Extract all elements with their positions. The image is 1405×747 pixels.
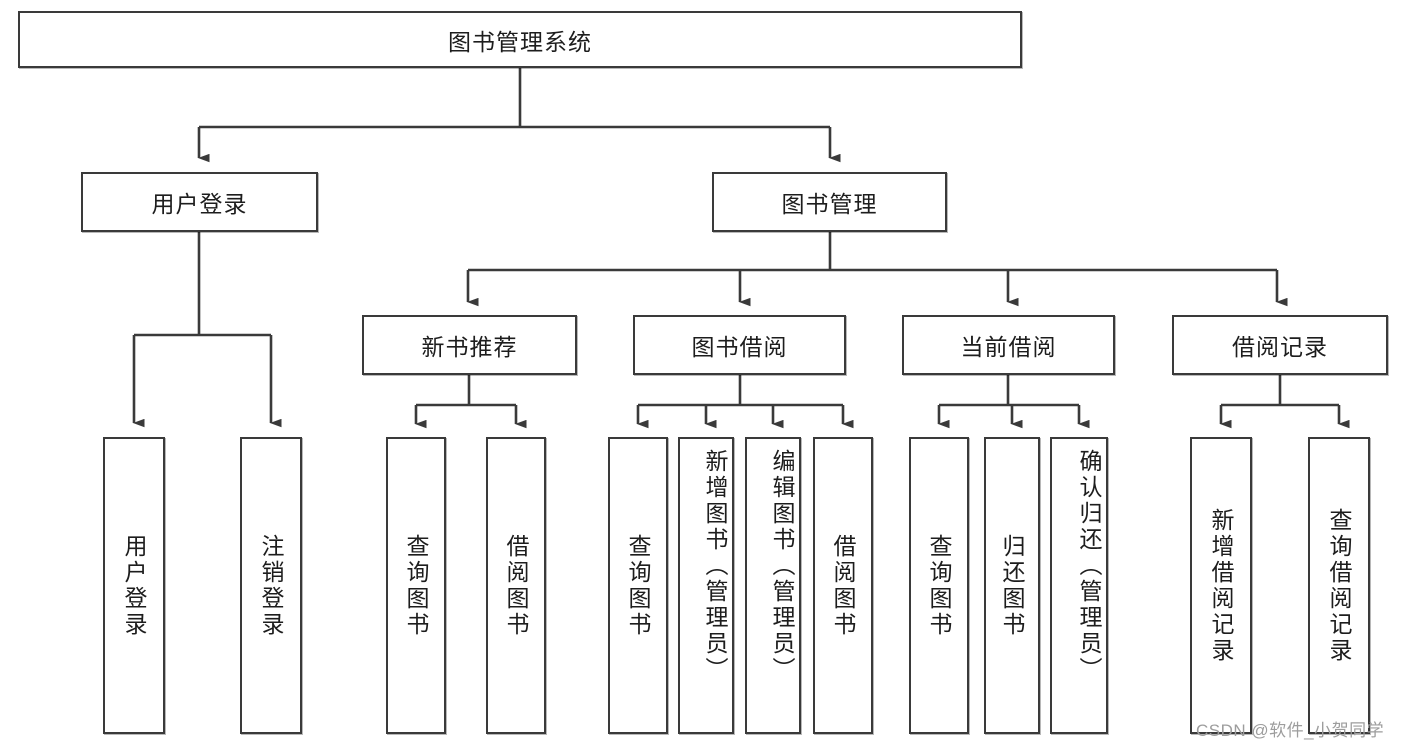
node-leaf-add-borrow-record-label: 新增借阅记录	[1208, 507, 1234, 664]
node-borrow-record[interactable]: 借阅记录	[1172, 315, 1388, 375]
csdn-watermark: CSDN @软件_小贺同学	[1196, 721, 1385, 740]
node-user-login[interactable]: 用户登录	[81, 172, 318, 232]
node-book-manage[interactable]: 图书管理	[712, 172, 947, 232]
node-leaf-borrow-book-borrow-label: 借阅图书	[830, 533, 856, 638]
node-leaf-edit-book-admin-label: 编辑图书（管理员）	[769, 449, 795, 683]
node-leaf-add-book-admin[interactable]: 新增图书（管理员）	[678, 437, 734, 734]
node-root-label: 图书管理系统	[448, 28, 592, 55]
node-leaf-add-borrow-record[interactable]: 新增借阅记录	[1190, 437, 1252, 734]
node-user-login-label: 用户登录	[151, 191, 248, 217]
node-leaf-query-book-current-label: 查询图书	[926, 533, 952, 638]
node-leaf-borrow-book-borrow[interactable]: 借阅图书	[813, 437, 873, 734]
node-leaf-user-login[interactable]: 用户登录	[103, 437, 165, 734]
node-leaf-query-book-rec[interactable]: 查询图书	[386, 437, 446, 734]
node-leaf-add-book-admin-label: 新增图书（管理员）	[702, 449, 728, 683]
node-leaf-query-book-rec-label: 查询图书	[403, 533, 429, 638]
node-leaf-edit-book-admin[interactable]: 编辑图书（管理员）	[745, 437, 801, 734]
node-leaf-query-borrow-record[interactable]: 查询借阅记录	[1308, 437, 1370, 734]
node-leaf-query-book-current[interactable]: 查询图书	[909, 437, 969, 734]
node-leaf-query-book-borrow-label: 查询图书	[625, 533, 651, 638]
node-book-manage-label: 图书管理	[781, 191, 878, 217]
node-current-borrow-label: 当前借阅	[960, 334, 1057, 360]
node-book-borrow-label: 图书借阅	[691, 334, 788, 360]
node-root[interactable]: 图书管理系统	[18, 11, 1022, 68]
node-leaf-return-book[interactable]: 归还图书	[984, 437, 1040, 734]
node-leaf-logout-label: 注销登录	[258, 533, 284, 638]
node-leaf-confirm-return-admin-label: 确认归还（管理员）	[1076, 449, 1102, 683]
node-leaf-user-login-label: 用户登录	[121, 533, 147, 638]
node-borrow-record-label: 借阅记录	[1232, 334, 1328, 360]
node-book-borrow[interactable]: 图书借阅	[633, 315, 846, 375]
node-leaf-query-borrow-record-label: 查询借阅记录	[1326, 507, 1352, 664]
node-new-book-recommend[interactable]: 新书推荐	[362, 315, 577, 375]
node-leaf-confirm-return-admin[interactable]: 确认归还（管理员）	[1050, 437, 1108, 734]
node-leaf-borrow-book-rec-label: 借阅图书	[503, 533, 529, 638]
node-leaf-logout[interactable]: 注销登录	[240, 437, 302, 734]
node-leaf-return-book-label: 归还图书	[999, 533, 1025, 638]
node-new-book-recommend-label: 新书推荐	[421, 334, 518, 360]
node-leaf-query-book-borrow[interactable]: 查询图书	[608, 437, 668, 734]
node-leaf-borrow-book-rec[interactable]: 借阅图书	[486, 437, 546, 734]
node-current-borrow[interactable]: 当前借阅	[902, 315, 1115, 375]
